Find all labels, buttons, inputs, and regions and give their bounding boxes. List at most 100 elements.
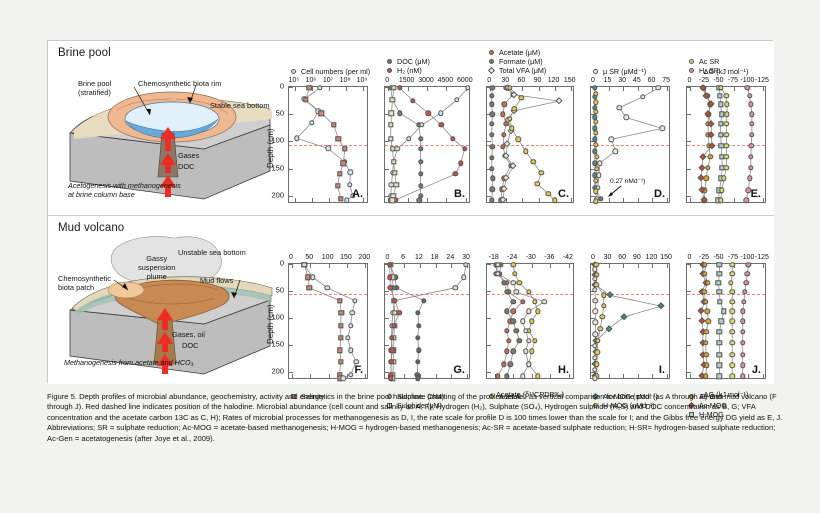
y-axis-tick [687,317,691,319]
data-point [592,136,598,142]
x-tick-label: 6 [401,254,406,261]
x-axis-tick [446,198,448,202]
data-point [293,135,300,141]
data-point [723,164,730,171]
gassy-plume-label: Gassy suspension plume [138,254,176,281]
data-point [592,375,598,382]
x-tick-label: 15 [603,77,612,84]
data-point [716,340,723,346]
data-point [489,186,496,192]
data-point [593,141,599,148]
x-axis-tick [446,87,448,91]
biota-patch-label: Chemosynthetic biota patch [58,274,111,292]
data-point [612,148,619,154]
legend-label: H₂ SR [699,66,719,75]
x-axis-tick [690,87,692,91]
data-point [416,197,422,203]
panel-letter-F: F. [354,364,363,376]
x-axis-tick [451,264,453,268]
x-axis-tick [762,264,764,268]
data-point [324,285,330,291]
data-point [724,111,730,117]
legend-I: Ac-MOG (nMd⁻¹)H-MOG (nMd⁻¹) [591,392,658,410]
x-tick-label: -30 [525,254,536,261]
data-point [345,335,351,341]
data-point [704,362,710,369]
x-tick-label: 6000 [457,77,473,84]
data-point [308,120,315,126]
data-point [393,182,399,188]
panel-letter-I: I. [658,364,665,376]
mud-flows-label: Mud flows [200,276,234,285]
data-point [344,197,350,203]
data-point [508,125,515,132]
legend-marker-icon [387,59,392,64]
x-axis-tick [365,264,367,268]
data-point [397,85,403,91]
data-point [707,120,716,128]
data-point [729,318,735,324]
data-point [707,100,716,109]
x-axis-tick [733,87,735,91]
data-point [717,132,724,138]
data-point [417,183,424,189]
x-tick-label: 1500 [398,77,415,84]
x-axis-tick [427,198,429,202]
x-tick-label: 30 [501,77,510,84]
x-tick-label: 0 [590,77,595,84]
legend-marker-icon [689,68,694,73]
data-point [616,104,622,111]
data-point [510,299,516,305]
data-point [593,177,599,184]
data-point [592,266,598,273]
x-tick-label: -50 [713,77,724,84]
legend-B: DOC (μM)H₂ (nM) [386,57,430,75]
data-point [394,146,400,152]
data-point [504,373,510,379]
legend-entry: Sulphide (μM) [386,401,444,410]
data-point [745,187,752,194]
x-axis-labels-J: 0-25-50-75-100-125 [686,254,769,263]
data-point [387,274,393,281]
figure-caption: Figure 5. Depth profiles of microbial ab… [47,392,783,443]
legend-marker-icon [387,68,392,73]
data-point [534,181,541,187]
data-point [599,314,605,320]
data-point [388,358,394,365]
data-point [437,110,444,116]
y-axis-tick [687,168,691,170]
x-axis-tick [637,198,639,202]
y-axis-tick [687,195,691,197]
x-axis-labels-E: 0-25-50-75-100-125 [686,77,769,86]
data-point [349,310,355,316]
data-point [748,153,754,160]
legend-entry: Acetate (μM) [488,48,546,57]
data-point [389,197,395,203]
data-point [530,159,536,165]
data-point [525,337,532,344]
data-point [504,289,510,295]
data-point [510,90,519,99]
x-axis-tick [346,87,348,91]
x-axis-tick [652,198,654,202]
x-tick-label: 10⁷ [322,77,334,84]
legend-entry: H-MOG (nMd⁻¹) [592,401,658,410]
data-point [504,328,510,334]
legend-C: Acetate (μM)Formate (μM)Total VFA (μM) [487,48,546,75]
data-point [334,183,341,189]
x-tick-label: 0 [487,77,492,84]
data-point [489,93,495,99]
y-axis-tick [289,264,293,265]
data-point [704,308,710,315]
unstable-sea-bottom-label: Unstable sea bottom [178,248,246,257]
x-tick-label: 10⁶ [305,77,317,84]
x-tick-label: 4500 [437,77,454,84]
y-axis-tick [385,87,389,88]
data-point [519,299,526,305]
x-tick-label: 12 [414,254,423,261]
legend-marker-icon [291,68,296,74]
data-point [723,153,730,160]
legend-D: μ SR (μMd⁻¹) [592,67,646,76]
